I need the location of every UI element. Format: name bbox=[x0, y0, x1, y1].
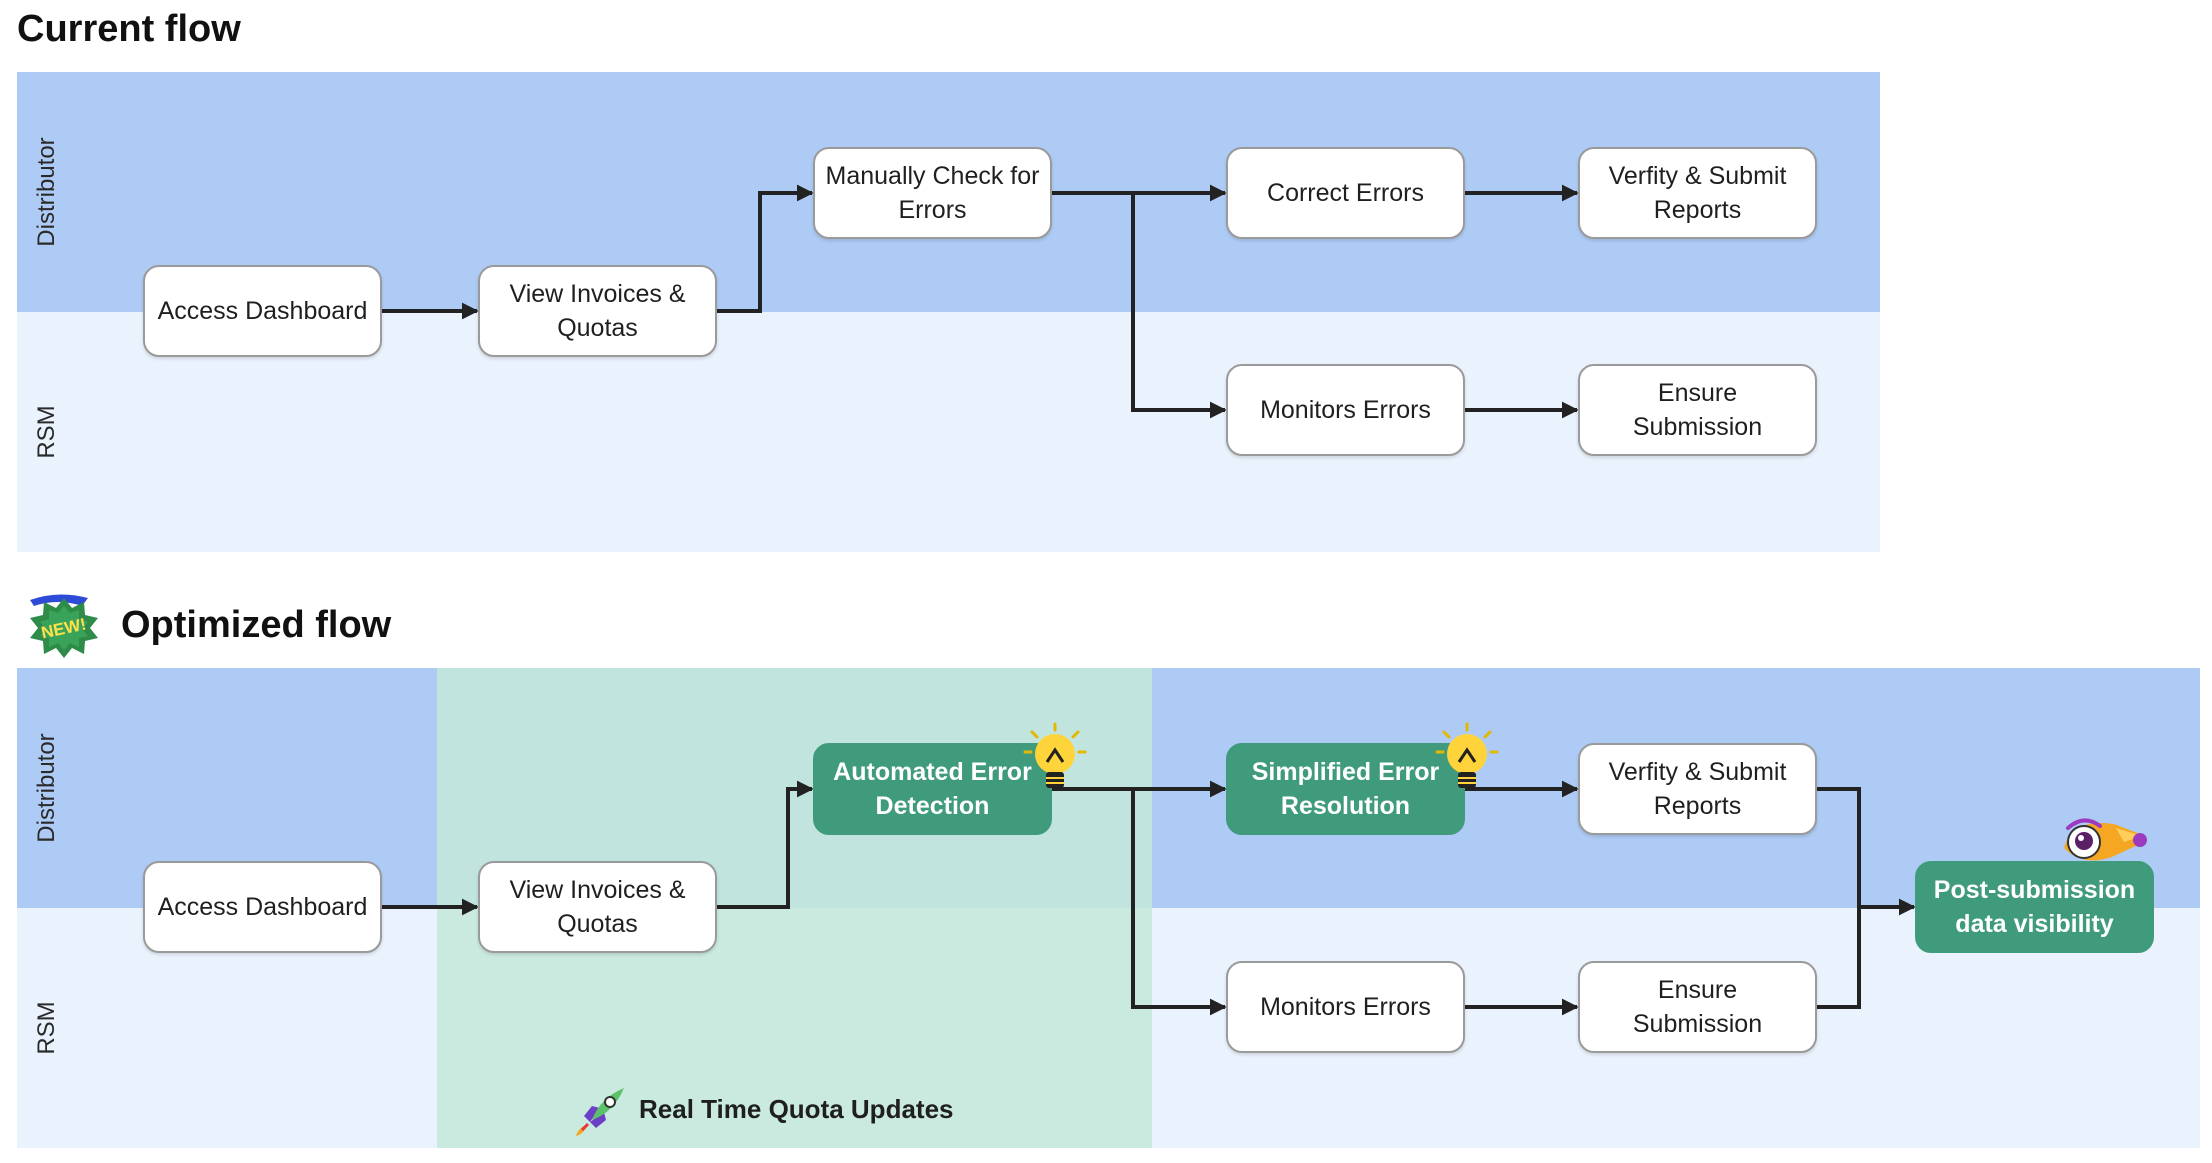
optimized-distributor-lane-label: Distributor bbox=[33, 733, 60, 843]
automated-error-detection-node: Automated Error Detection bbox=[813, 743, 1052, 835]
current-access-dashboard-node: Access Dashboard bbox=[143, 265, 382, 357]
optimized-monitors-errors-node: Monitors Errors bbox=[1226, 961, 1465, 1053]
optimized-verify-submit-node: Verfity & Submit Reports bbox=[1578, 743, 1817, 835]
optimized-access-dashboard-node: Access Dashboard bbox=[143, 861, 382, 953]
optimized-rsm-lane-label: RSM bbox=[33, 1001, 60, 1055]
real-time-quota-updates-label: Real Time Quota Updates bbox=[639, 1094, 954, 1124]
current-distributor-lane-label: Distributor bbox=[33, 137, 60, 247]
current-flow-title: Current flow bbox=[17, 8, 241, 50]
current-correct-errors-node: Correct Errors bbox=[1226, 147, 1465, 239]
current-verify-submit-node: Verfity & Submit Reports bbox=[1578, 147, 1817, 239]
lightbulb-icon bbox=[1023, 722, 1087, 788]
lightbulb-icon bbox=[1435, 722, 1499, 788]
optimized-flow-title: Optimized flow bbox=[121, 604, 392, 646]
simplified-error-resolution-node: Simplified Error Resolution bbox=[1226, 743, 1465, 835]
current-ensure-submission-node: Ensure Submission bbox=[1578, 364, 1817, 456]
peeking-character-icon bbox=[2064, 818, 2147, 861]
post-submission-visibility-node: Post-submission data visibility bbox=[1915, 861, 2154, 953]
new-badge-icon: NEW! bbox=[30, 594, 98, 658]
rocket-icon bbox=[576, 1088, 624, 1136]
current-view-invoices-node: View Invoices & Quotas bbox=[478, 265, 717, 357]
optimized-ensure-submission-node: Ensure Submission bbox=[1578, 961, 1817, 1053]
optimized-view-invoices-node: View Invoices & Quotas bbox=[478, 861, 717, 953]
current-monitors-errors-node: Monitors Errors bbox=[1226, 364, 1465, 456]
current-rsm-lane-label: RSM bbox=[33, 405, 60, 459]
current-manually-check-node: Manually Check for Errors bbox=[813, 147, 1052, 239]
